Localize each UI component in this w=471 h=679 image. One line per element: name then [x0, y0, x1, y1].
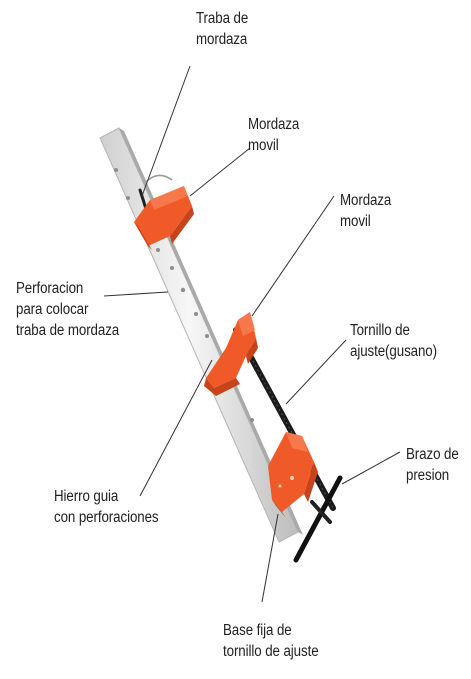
bar-perforations [114, 168, 254, 422]
adjustment-screw [233, 327, 336, 511]
label-hierro-guia: Hierro guia con perforaciones [54, 488, 159, 526]
label-mordaza-movil-upper: Mordaza movil [248, 116, 300, 154]
upper-movable-jaw [134, 186, 194, 250]
label-base-fija: Base fija de tornillo de ajuste [223, 622, 319, 660]
pressure-arm [293, 475, 343, 563]
label-perforacion: Perforacion para colocar traba de mordaz… [16, 280, 120, 339]
label-traba-mordaza: Traba de mordaza [196, 10, 249, 48]
leader-lines [103, 65, 401, 603]
middle-movable-jaw [204, 312, 258, 396]
label-mordaza-movil-middle: Mordaza movil [340, 192, 392, 230]
fixed-base [268, 432, 318, 518]
label-tornillo-ajuste: Tornillo de ajuste(gusano) [350, 322, 437, 360]
label-brazo-presion: Brazo de presion [406, 446, 459, 484]
